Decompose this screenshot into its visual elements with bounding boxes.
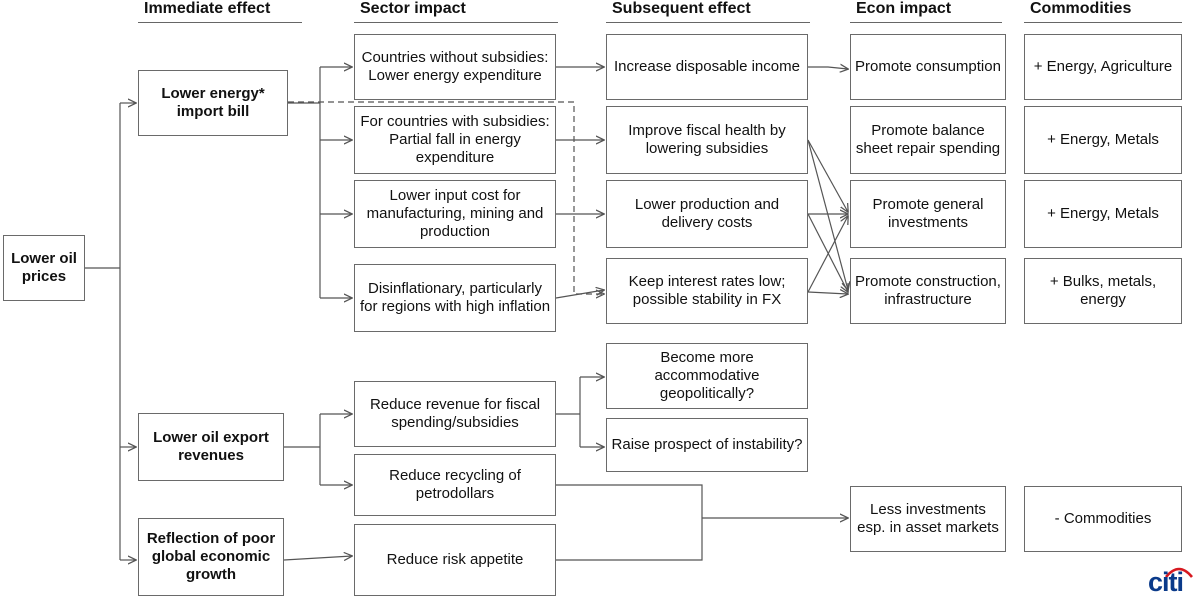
citi-logo-text: citi bbox=[1148, 567, 1184, 597]
node-less-investments: Less investments esp. in asset markets bbox=[850, 486, 1006, 552]
node-reduce-risk-appetite: Reduce risk appetite bbox=[354, 524, 556, 596]
node-lower-oil-export-revenues: Lower oil export revenues bbox=[138, 413, 284, 481]
node-commodity-energy-agriculture: + Energy, Agriculture bbox=[1024, 34, 1182, 100]
header-sector-impact: Sector impact bbox=[354, 0, 558, 23]
node-commodity-energy-metals-1: + Energy, Metals bbox=[1024, 106, 1182, 174]
node-lower-oil-prices: Lower oil prices bbox=[3, 235, 85, 301]
node-lower-production-costs: Lower production and delivery costs bbox=[606, 180, 808, 248]
header-econ-impact: Econ impact bbox=[850, 0, 1002, 23]
node-prospect-of-instability: Raise prospect of instability? bbox=[606, 418, 808, 472]
node-commodity-bulks-metals-energy: + Bulks, metals, energy bbox=[1024, 258, 1182, 324]
node-commodity-minus-commodities: - Commodities bbox=[1024, 486, 1182, 552]
link-q4-e3 bbox=[807, 216, 848, 293]
node-poor-global-growth: Reflection of poor global economic growt… bbox=[138, 518, 284, 596]
header-commodities: Commodities bbox=[1024, 0, 1182, 23]
node-commodity-energy-metals-2: + Energy, Metals bbox=[1024, 180, 1182, 248]
link-s6-join bbox=[556, 484, 703, 561]
link-q2-e4 bbox=[807, 139, 848, 290]
citi-logo-arc-icon bbox=[1164, 567, 1194, 578]
node-disinflationary: Disinflationary, particularly for region… bbox=[354, 264, 556, 332]
header-subsequent-effect: Subsequent effect bbox=[606, 0, 810, 23]
node-promote-general-investments: Promote general investments bbox=[850, 180, 1006, 248]
link-dashed-bypass bbox=[288, 101, 604, 294]
node-increase-disposable-income: Increase disposable income bbox=[606, 34, 808, 100]
node-countries-without-subsidies: Countries without subsidies: Lower energ… bbox=[354, 34, 556, 100]
node-keep-interest-rates-low: Keep interest rates low; possible stabil… bbox=[606, 258, 808, 324]
node-promote-balance-sheet-repair: Promote balance sheet repair spending bbox=[850, 106, 1006, 174]
link-s4-q4 bbox=[555, 290, 604, 299]
node-accommodative-geopolitically: Become more accommodative geopolitically… bbox=[606, 343, 808, 409]
node-promote-consumption: Promote consumption bbox=[850, 34, 1006, 100]
link-q1-e1 bbox=[808, 67, 848, 69]
link-growth-s7 bbox=[283, 556, 352, 560]
node-lower-energy-import-bill: Lower energy* import bill bbox=[138, 70, 288, 136]
link-q4-e4 bbox=[807, 292, 848, 294]
node-promote-construction: Promote construction, infrastructure bbox=[850, 258, 1006, 324]
citi-logo: citi bbox=[1148, 562, 1196, 596]
link-q2-e3 bbox=[807, 139, 848, 212]
node-reduce-recycling-petrodollars: Reduce recycling of petrodollars bbox=[354, 454, 556, 516]
node-countries-with-subsidies: For countries with subsidies: Partial fa… bbox=[354, 106, 556, 174]
node-improve-fiscal-health: Improve fiscal health by lowering subsid… bbox=[606, 106, 808, 174]
node-lower-input-cost: Lower input cost for manufacturing, mini… bbox=[354, 180, 556, 248]
node-reduce-revenue-fiscal: Reduce revenue for fiscal spending/subsi… bbox=[354, 381, 556, 447]
header-immediate-effect: Immediate effect bbox=[138, 0, 302, 23]
